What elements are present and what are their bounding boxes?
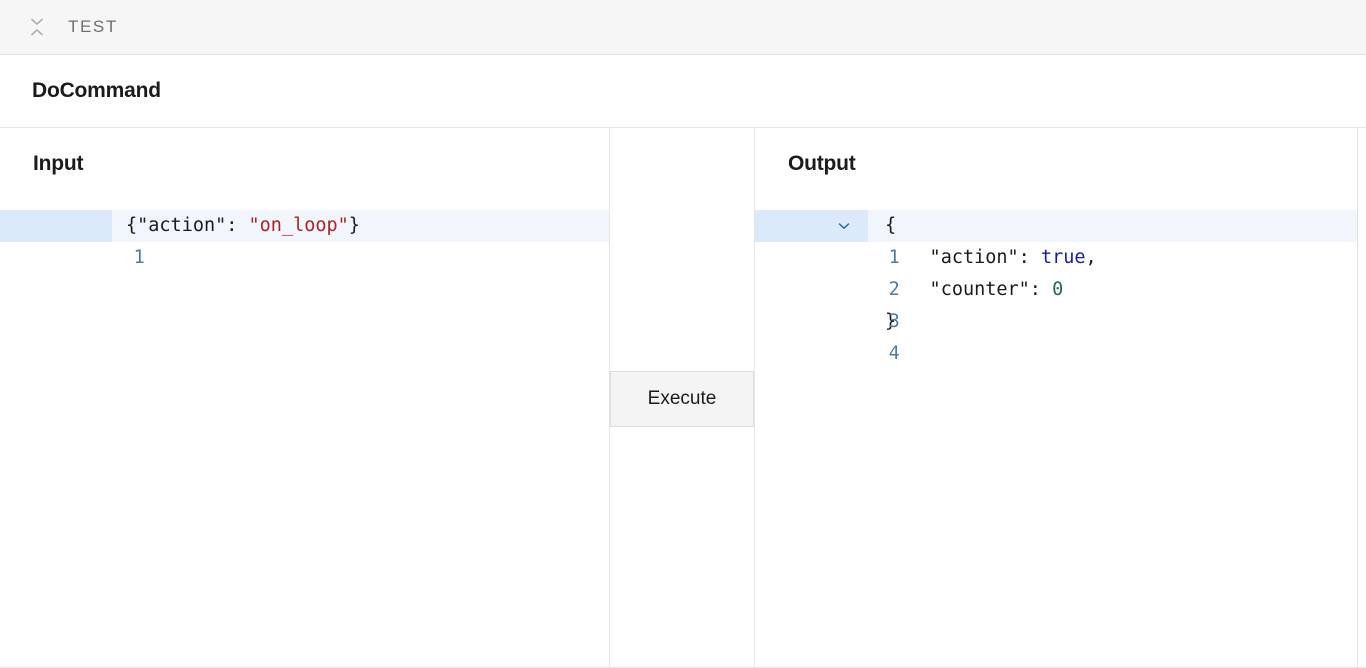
input-pane: Input 1 {"action": "on_loop"} [0, 128, 609, 668]
output-divider [754, 128, 755, 668]
input-line-content[interactable]: {"action": "on_loop"} [112, 210, 609, 242]
token-brace-close: } [348, 215, 360, 236]
output-editor[interactable]: 1 { 2 "action": true, [755, 210, 1366, 668]
token-colon: : [1018, 247, 1041, 268]
output-code-line[interactable]: 1 { [755, 210, 1366, 268]
output-line-number: 4 [888, 343, 900, 364]
command-header: DoCommand [0, 55, 1366, 128]
output-scrollbar-track[interactable] [1357, 128, 1358, 668]
output-pane-title: Output [788, 152, 856, 175]
panes-container: Input 1 {"action": "on_loop"} Execute Ou… [0, 128, 1366, 668]
output-line-number: 2 [888, 279, 900, 300]
token-brace-open: { [885, 215, 897, 236]
output-line-number: 3 [888, 311, 900, 332]
output-line-content[interactable]: "action": true, [868, 242, 1358, 274]
token-boolean-true: true [1040, 247, 1086, 268]
token-comma: , [1085, 247, 1097, 268]
output-code-line[interactable]: 2 "action": true, [755, 242, 1366, 300]
input-pane-title: Input [33, 152, 84, 175]
token-key-action: "action" [137, 215, 227, 236]
token-colon: : [1029, 279, 1053, 300]
output-code-line[interactable]: 4 } [755, 306, 1366, 364]
execute-button[interactable]: Execute [610, 371, 754, 427]
top-bar: TEST [0, 0, 1366, 55]
output-line-number: 1 [755, 210, 900, 268]
token-key-action: "action" [885, 247, 1019, 268]
output-line-content[interactable]: } [868, 306, 1358, 338]
token-colon: : [226, 215, 249, 236]
collapse-chevrons-icon[interactable] [26, 14, 48, 40]
command-name: DoCommand [32, 79, 161, 102]
token-number-zero: 0 [1052, 279, 1064, 300]
chevron-down-icon[interactable] [836, 210, 852, 242]
execute-column: Execute [610, 128, 754, 668]
input-divider [609, 128, 610, 668]
output-line-content[interactable]: "counter": 0 [868, 274, 1358, 306]
token-brace-close: } [885, 311, 897, 332]
input-code-line[interactable]: 1 {"action": "on_loop"} [0, 210, 609, 268]
token-string-on-loop: "on_loop" [248, 215, 349, 236]
input-line-number: 1 [0, 210, 145, 268]
panel-title: TEST [68, 17, 118, 36]
token-brace-open: { [126, 215, 138, 236]
output-line-content[interactable]: { [868, 210, 1358, 242]
token-key-counter: "counter" [885, 279, 1030, 300]
output-pane: Output 1 { 2 [755, 128, 1366, 668]
output-code-line[interactable]: 3 "counter": 0 [755, 274, 1366, 332]
input-editor[interactable]: 1 {"action": "on_loop"} [0, 210, 609, 668]
